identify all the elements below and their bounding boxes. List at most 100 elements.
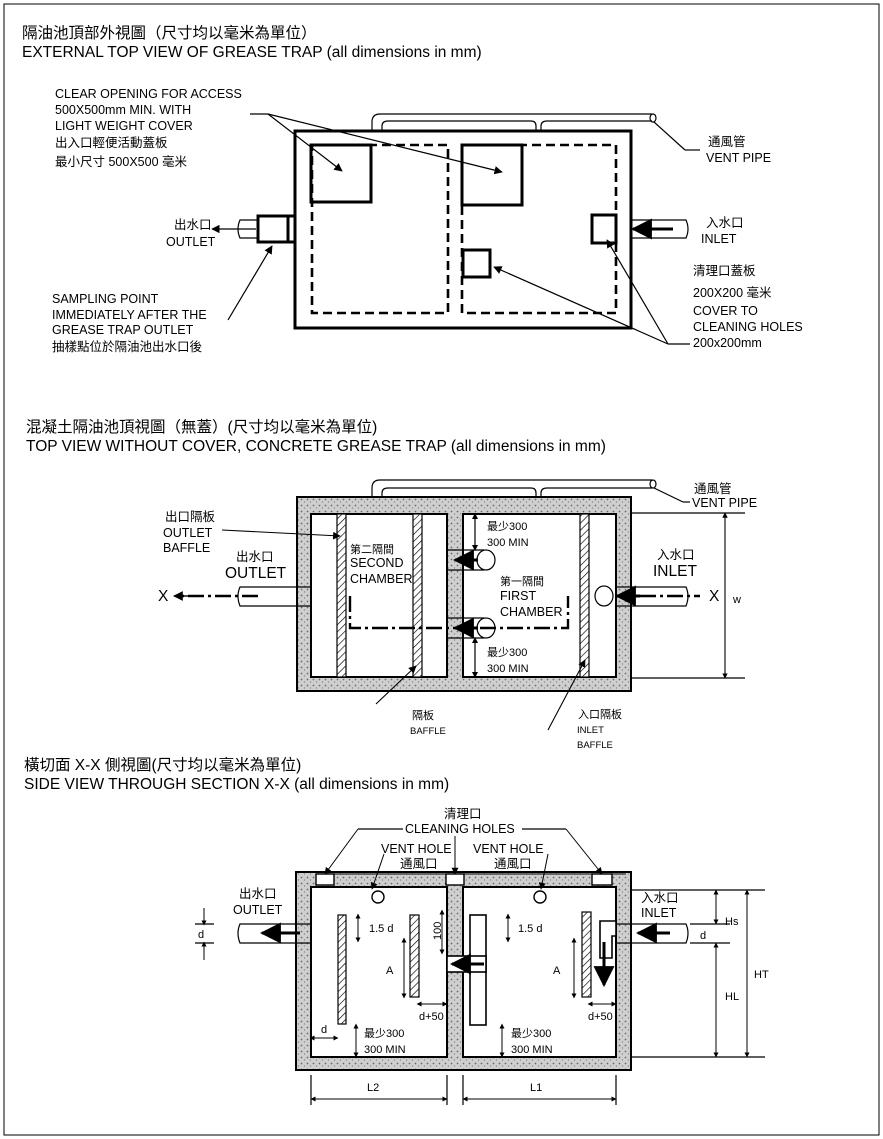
inlet3-zh: 入水口 (641, 891, 679, 905)
vent-label-en: VENT PIPE (706, 151, 771, 165)
vent-hole-left-en: VENT HOLE (381, 842, 452, 856)
sampling-label-zh: 抽樣點位於隔油池出水口後 (52, 339, 203, 354)
dim-d-outlet: d (198, 929, 204, 941)
second-chamber-en1: SECOND (350, 556, 403, 570)
sampling-label-en3: GREASE TRAP OUTLET (52, 323, 194, 337)
outlet3-en: OUTLET (233, 903, 283, 917)
second-chamber-zh: 第二隔間 (350, 542, 394, 556)
section-side-view-x-x: 橫切面 X-X 側視圖(尺寸均以毫米為單位) SIDE VIEW THROUGH… (24, 755, 769, 1105)
sampling-label-en1: SAMPLING POINT (52, 292, 159, 306)
section-top-view-without-cover: 混凝土隔油池頂視圖（無蓋）(尺寸均以毫米為單位) TOP VIEW WITHOU… (26, 417, 757, 751)
first-chamber-en2: CHAMBER (500, 605, 563, 619)
dim-hs: Hs (725, 916, 739, 928)
dim-l2: L2 (367, 1082, 379, 1094)
access-label-en3: LIGHT WEIGHT COVER (55, 119, 193, 133)
section3-title-en: SIDE VIEW THROUGH SECTION X-X (all dimen… (24, 776, 449, 793)
inlet2-zh: 入水口 (657, 548, 695, 562)
dim-a-left: A (386, 965, 394, 977)
vent-hole-left-zh: 通風口 (400, 857, 438, 871)
first-chamber-en1: FIRST (500, 589, 536, 603)
access-cover-left (309, 143, 373, 204)
cover-label-en2: CLEANING HOLES (693, 320, 803, 334)
x-right: X (709, 588, 720, 605)
min-bottom-zh: 最少300 (487, 646, 527, 659)
dim-d50-left: d+50 (419, 1011, 444, 1023)
vent-hole-right (533, 890, 547, 904)
inlet-baffle (579, 513, 590, 678)
section2-title-en: TOP VIEW WITHOUT COVER, CONCRETE GREASE … (26, 438, 606, 455)
dim-l1: L1 (530, 1082, 542, 1094)
inlet-label-zh: 入水口 (706, 216, 744, 230)
dim-100: 100 (432, 922, 444, 940)
dim-d-bottom: d (321, 1024, 327, 1036)
outlet-baffle (336, 513, 347, 678)
access-label-en2: 500X500mm MIN. WITH (55, 103, 191, 117)
outlet-label-en: OUTLET (166, 235, 216, 249)
w-dimension: w (732, 594, 741, 606)
section1-title-zh: 隔油池頂部外視圖（尺寸均以毫米為單位） (22, 23, 317, 42)
min-top-zh: 最少300 (487, 520, 527, 533)
outlet-baffle-zh: 出口隔板 (165, 510, 216, 524)
outlet-label-zh: 出水口 (174, 218, 212, 232)
vent2-label-zh: 通風管 (694, 481, 732, 496)
min3-right-zh: 最少300 (511, 1027, 551, 1040)
dim-ht: HT (754, 969, 769, 981)
vent-hole-right-en: VENT HOLE (473, 842, 544, 856)
x-left: X (158, 588, 169, 605)
cleaning-holes-zh: 清理口 (444, 807, 482, 821)
inlet3-en: INLET (641, 906, 677, 920)
access-cover-right (460, 143, 524, 207)
section3-title-zh: 橫切面 X-X 側視圖(尺寸均以毫米為單位) (24, 755, 301, 774)
dim-15d-left: 1.5 d (369, 923, 393, 935)
cover-label-zh1: 清理口蓋板 (693, 264, 756, 278)
second-chamber-outline (310, 143, 450, 315)
cover-label-en1: COVER TO (693, 304, 758, 318)
dim-d-inlet: d (700, 930, 706, 942)
min-top-en: 300 MIN (487, 537, 529, 549)
dim-hl: HL (725, 991, 739, 1003)
min3-right-en: 300 MIN (511, 1044, 553, 1056)
section2-title-zh: 混凝土隔油池頂視圖（無蓋）(尺寸均以毫米為單位) (26, 417, 377, 436)
middle-baffle (412, 513, 423, 678)
section-line-x (182, 594, 570, 630)
cover-label-en3: 200x200mm (693, 336, 762, 350)
access-label-en1: CLEAR OPENING FOR ACCESS (55, 87, 242, 101)
inlet-label-en: INLET (701, 232, 737, 246)
baffle-zh: 隔板 (412, 708, 434, 722)
vent-hole-right-zh: 通風口 (494, 857, 532, 871)
inlet-pipe (631, 219, 689, 239)
cleaning-cover-2 (590, 213, 618, 245)
dim-a-right: A (553, 965, 561, 977)
outlet2-zh: 出水口 (236, 550, 274, 564)
min3-left-en: 300 MIN (364, 1044, 406, 1056)
outlet-box (256, 214, 290, 244)
inlet-baffle-en1: INLET (577, 725, 604, 736)
dim-15d-right: 1.5 d (518, 923, 542, 935)
outlet2-en: OUTLET (225, 565, 287, 582)
outlet-baffle-en1: OUTLET (163, 526, 213, 540)
section1-title-en: EXTERNAL TOP VIEW OF GREASE TRAP (all di… (22, 44, 482, 61)
inlet2-en: INLET (653, 563, 697, 580)
outlet-baffle-en2: BAFFLE (163, 541, 210, 555)
section-external-top-view: 隔油池頂部外視圖（尺寸均以毫米為單位） EXTERNAL TOP VIEW OF… (22, 23, 803, 354)
min3-left-zh: 最少300 (364, 1027, 404, 1040)
sampling-label-en2: IMMEDIATELY AFTER THE (52, 308, 207, 322)
min-bottom-en: 300 MIN (487, 663, 529, 675)
cleaning-cover-1 (461, 248, 492, 279)
inlet-baffle-zh: 入口隔板 (578, 707, 622, 721)
first-chamber-zh: 第一隔間 (500, 574, 544, 588)
access-label-zh2: 最小尺寸 500X500 毫米 (55, 154, 187, 169)
vent2-label-en: VENT PIPE (692, 496, 757, 510)
page-frame (3, 3, 880, 1136)
access-label-zh1: 出入口輕便活動蓋板 (55, 136, 168, 150)
vent-hole-left (371, 890, 385, 904)
baffle-en: BAFFLE (410, 726, 446, 737)
vent-label-zh: 通風管 (708, 134, 746, 149)
cleaning-holes-en: CLEANING HOLES (405, 822, 515, 836)
second-chamber-en2: CHAMBER (350, 572, 413, 586)
vent-pipe-inner (381, 120, 537, 131)
vent-pipe-outer (371, 113, 652, 131)
cover-label-zh2: 200X200 毫米 (693, 285, 772, 300)
inlet-baffle-en2: BAFFLE (577, 740, 613, 751)
